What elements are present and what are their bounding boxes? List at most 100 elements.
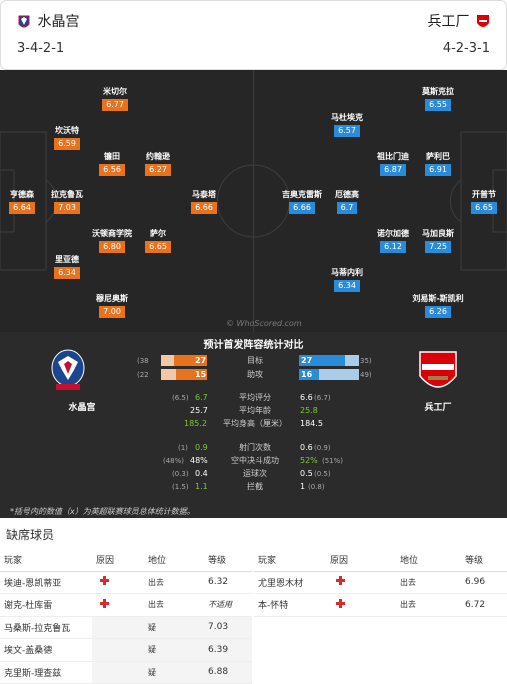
- arsenal-crest-icon: [419, 351, 457, 388]
- away-player[interactable]: 祖比门迪 6.87: [363, 151, 423, 176]
- home-value-bar: [176, 369, 207, 380]
- table-row[interactable]: 埃文-盖桑德 疑 6.39: [0, 638, 252, 662]
- away-player[interactable]: 马杜埃克 6.57: [317, 112, 377, 137]
- footnote: *括号内的数值（x）为英超联赛球员总体统计数据。: [10, 507, 195, 516]
- away-value: 25.8: [300, 406, 318, 415]
- player-name: 里亚德: [55, 255, 79, 264]
- grade: 6.39: [204, 638, 252, 662]
- away-player[interactable]: 开普节 6.65: [454, 189, 507, 214]
- player-name: 拉克鲁瓦: [51, 190, 83, 199]
- col-grade[interactable]: 等级: [461, 549, 507, 572]
- player-name: 坎沃特: [55, 126, 79, 135]
- stat-label: 空中决斗成功: [231, 456, 279, 465]
- missing-players-title: 缺席球员: [6, 528, 55, 542]
- player-name[interactable]: 马桑斯-拉克鲁瓦: [0, 616, 92, 639]
- home-player[interactable]: 拉克鲁瓦 7.03: [37, 189, 97, 214]
- home-player[interactable]: 沃顿商学院 6.80: [82, 228, 142, 253]
- grade: 7.03: [204, 616, 252, 639]
- home-player[interactable]: 米切尔 6.77: [85, 86, 145, 111]
- table-row[interactable]: 尤里恩木材 出去 6.96: [254, 571, 507, 594]
- home-player[interactable]: 里亚德 6.34: [37, 254, 97, 279]
- player-name[interactable]: 克里斯-理查兹: [0, 661, 92, 684]
- col-player[interactable]: 玩家: [0, 549, 92, 572]
- player-rating: 6.27: [145, 164, 171, 176]
- player-name: 镰田: [104, 152, 120, 161]
- status: 出去: [396, 593, 461, 617]
- player-name[interactable]: 埃迪-恩凯蒂亚: [0, 571, 92, 594]
- player-rating: 7.00: [99, 306, 125, 318]
- stat-label: 射门次数: [239, 443, 271, 452]
- player-name[interactable]: 埃文-盖桑德: [0, 638, 92, 662]
- away-player[interactable]: 马加良斯 7.25: [408, 228, 468, 253]
- comparison-away-name: 兵工厂: [424, 403, 452, 413]
- player-name: 约翰逊: [146, 152, 170, 161]
- match-header: 水晶宫 兵工厂 3-4-2-1 4-2-3-1: [0, 0, 507, 70]
- col-position[interactable]: 地位: [144, 549, 204, 572]
- home-total: (22: [137, 371, 149, 379]
- away-player[interactable]: 马蒂内利 6.34: [317, 267, 377, 292]
- injury-icon: [100, 576, 109, 586]
- player-name[interactable]: 本-怀特: [254, 593, 326, 617]
- stat-label: 助攻: [247, 370, 263, 379]
- status: 疑: [144, 638, 204, 662]
- home-player[interactable]: 亨德森 6.64: [0, 189, 52, 214]
- away-total: 49): [360, 371, 372, 379]
- away-value: 16: [301, 370, 313, 379]
- away-league-avg: (0.9): [314, 444, 331, 452]
- stat-label: 平均年龄: [239, 406, 271, 415]
- col-grade[interactable]: 等级: [204, 549, 252, 572]
- away-player[interactable]: 厄德高 6.7: [317, 189, 377, 214]
- away-value: 52%: [300, 456, 318, 465]
- home-player[interactable]: 穆尼奥斯 7.00: [82, 293, 142, 318]
- table-row[interactable]: 克里斯-理查兹 疑 6.88: [0, 661, 252, 684]
- home-team-header[interactable]: 水晶宫: [15, 11, 79, 31]
- away-value-bar: [299, 369, 319, 380]
- stat-row: 185.2 平均身高（厘米） 184.5: [0, 418, 507, 430]
- player-rating: 6.66: [191, 202, 217, 214]
- home-league-avg: (6.5): [172, 394, 189, 402]
- table-row[interactable]: 谢克-杜库雷 出去 不适用: [0, 593, 252, 617]
- player-name: 萨尔: [150, 229, 166, 238]
- home-league-avg: (48%): [163, 457, 185, 465]
- player-name[interactable]: 尤里恩木材: [254, 571, 326, 594]
- player-rating: 6.77: [102, 99, 128, 111]
- crystal-palace-crest-icon: [51, 349, 85, 390]
- away-team-header[interactable]: 兵工厂: [428, 11, 492, 31]
- table-row[interactable]: 本-怀特 出去 6.72: [254, 593, 507, 617]
- away-value: 0.5: [300, 469, 313, 478]
- home-value: 27: [195, 356, 207, 365]
- away-player[interactable]: 刘易斯-斯凯利 6.26: [408, 293, 468, 318]
- grade: 6.72: [461, 593, 507, 617]
- stat-row: 25.7 平均年龄 25.8: [0, 405, 507, 417]
- home-player[interactable]: 马泰塔 6.66: [174, 189, 234, 214]
- away-value: 184.5: [300, 419, 323, 428]
- player-rating: 6.87: [380, 164, 406, 176]
- player-rating: 7.25: [425, 241, 451, 253]
- player-name: 米切尔: [103, 87, 127, 96]
- home-player[interactable]: 坎沃特 6.59: [37, 125, 97, 150]
- away-player[interactable]: 莫斯克拉 6.55: [408, 86, 468, 111]
- home-player[interactable]: 约翰逊 6.27: [128, 151, 188, 176]
- home-player[interactable]: 镰田 6.56: [82, 151, 142, 176]
- grade: 6.96: [461, 571, 507, 594]
- col-reason[interactable]: 原因: [92, 549, 144, 572]
- col-player[interactable]: 玩家: [254, 549, 326, 572]
- away-player[interactable]: 诺尔加德 6.12: [363, 228, 423, 253]
- col-position[interactable]: 地位: [396, 549, 461, 572]
- player-name: 刘易斯-斯凯利: [412, 294, 464, 303]
- away-player[interactable]: 吉奥克雷斯 6.66: [272, 189, 332, 214]
- home-player[interactable]: 萨尔 6.65: [128, 228, 188, 253]
- stat-row: (1) 0.9 射门次数 0.6 (0.9): [0, 442, 507, 454]
- player-rating: 6.34: [54, 267, 80, 279]
- table-row[interactable]: 马桑斯-拉克鲁瓦 疑 7.03: [0, 616, 252, 639]
- grade: 6.88: [204, 661, 252, 684]
- table-row[interactable]: 埃迪-恩凯蒂亚 出去 6.32: [0, 571, 252, 594]
- away-player[interactable]: 萨利巴 6.91: [408, 151, 468, 176]
- home-value: 0.9: [195, 443, 208, 452]
- player-name[interactable]: 谢克-杜库雷: [0, 593, 92, 617]
- away-total-bar: [299, 369, 359, 380]
- col-reason[interactable]: 原因: [326, 549, 396, 572]
